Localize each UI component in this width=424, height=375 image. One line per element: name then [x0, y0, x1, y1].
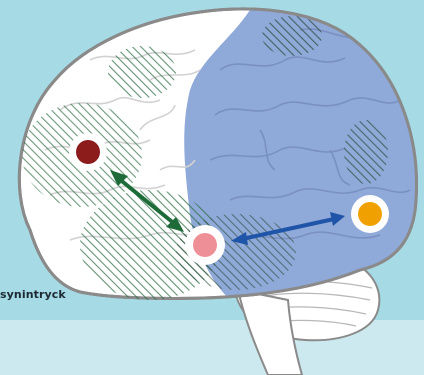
hatch-area-top-right: [262, 16, 322, 56]
arrow-green: [110, 170, 184, 232]
hatch-area-bottom-left: [80, 190, 220, 300]
node-orange: [351, 195, 389, 233]
brain-stem: [236, 288, 304, 375]
hatch-area-top-left: [108, 46, 176, 98]
label-visual-area: synintryck: [0, 288, 66, 301]
nodes: [69, 133, 389, 265]
node-red: [69, 133, 107, 171]
gyri-right: [209, 28, 411, 241]
node-pink: [185, 225, 225, 265]
hatch-area-right: [344, 120, 388, 184]
arrow-blue: [231, 212, 345, 245]
connection-arrows: [110, 170, 345, 245]
